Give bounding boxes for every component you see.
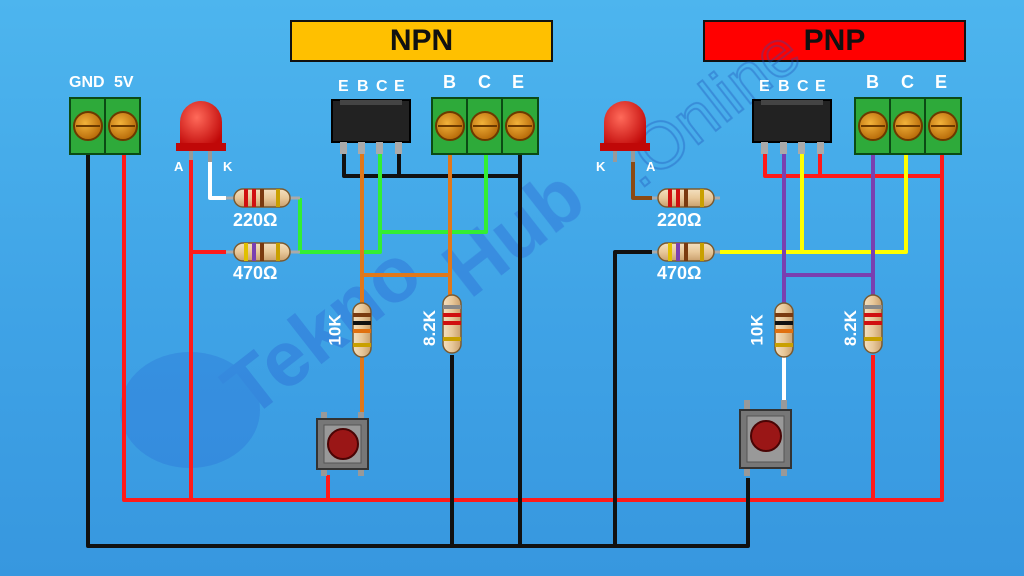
pnp-term-pin-e: E (935, 72, 948, 92)
pnp-ic-pin-b: B (778, 78, 790, 95)
vcc-label: 5V (114, 74, 134, 91)
led-k-wire (208, 160, 226, 200)
pnp-led-cathode-label: K (596, 159, 606, 174)
npn-term-pin-e: E (512, 72, 525, 92)
npn-r10k-label: 10K (325, 314, 345, 346)
npn-term-pin-c: C (478, 72, 491, 92)
pnp-title: PNP (703, 20, 966, 62)
pnp-r10k-label: 10K (747, 314, 767, 346)
npn-led-anode-label: A (174, 159, 184, 174)
pnp-yellow-c (802, 152, 908, 254)
pnp-resistor-220 (652, 188, 720, 208)
pnp-r8k2-label: 8.2K (840, 310, 860, 346)
npn-led (176, 101, 226, 162)
npn-ic-pin-e2: E (394, 78, 405, 95)
npn-led-cathode-label: K (223, 159, 233, 174)
pnp-transistor (752, 99, 832, 154)
npn-term-pin-b: B (443, 72, 456, 92)
pnp-gnd-470 (613, 250, 652, 546)
npn-r8k2-label: 8.2K (419, 310, 439, 346)
pnp-ic-pin-e2: E (815, 78, 826, 95)
pnp-ic-pin-e1: E (759, 78, 770, 95)
pnp-resistor-470 (652, 242, 720, 262)
pnp-wires (613, 152, 942, 546)
pnp-yellow-wire (720, 152, 804, 254)
vcc-wire (122, 150, 944, 502)
npn-green-c (380, 152, 488, 234)
npn-transistor (331, 99, 411, 154)
pnp-led (600, 101, 650, 162)
npn-resistor-8k2 (442, 294, 462, 354)
pnp-term-pin-b: B (866, 72, 879, 92)
pnp-resistor-8k2 (863, 294, 883, 354)
npn-emitter-gnd-wire (342, 150, 520, 178)
pnp-led-a-wire (631, 160, 652, 200)
npn-green-wire-220 (298, 152, 382, 254)
watermark: Tekno Hub .Online (120, 13, 814, 468)
pnp-push-button (739, 400, 792, 476)
npn-wires (86, 150, 944, 548)
npn-r470-label: 470Ω (233, 263, 278, 283)
npn-title: NPN (290, 20, 553, 62)
pnp-ic-pin-c: C (797, 78, 809, 95)
pnp-emitter-vcc (763, 152, 942, 178)
npn-resistor-220 (226, 188, 300, 208)
power-terminal (69, 97, 141, 155)
pnp-term-pin-c: C (901, 72, 914, 92)
pnp-r220-label: 220Ω (657, 210, 702, 230)
npn-resistor-470 (226, 242, 300, 262)
npn-ic-pin-b: B (357, 78, 369, 95)
pnp-led-anode-label: A (646, 159, 656, 174)
npn-r220-label: 220Ω (233, 210, 278, 230)
pnp-terminal-block (854, 97, 962, 155)
gnd-label: GND (69, 74, 105, 91)
npn-ic-pin-e1: E (338, 78, 349, 95)
gnd-wire (86, 150, 750, 548)
npn-ic-pin-c: C (376, 78, 388, 95)
npn-push-button (316, 412, 369, 476)
pnp-resistor-10k (774, 302, 794, 358)
pnp-r470-label: 470Ω (657, 263, 702, 283)
npn-resistor-10k (352, 302, 372, 358)
npn-terminal-block (431, 97, 539, 155)
